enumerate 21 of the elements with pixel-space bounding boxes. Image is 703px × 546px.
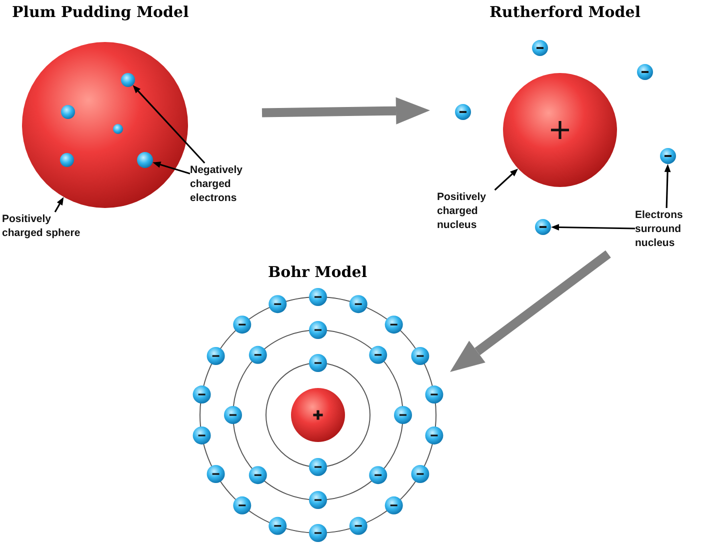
leader-line — [494, 168, 518, 191]
electron — [121, 73, 135, 87]
block-arrow — [450, 250, 611, 372]
callout-label: Positively charged sphere — [2, 212, 92, 240]
positive-sphere — [22, 42, 188, 208]
leader-line — [132, 85, 206, 164]
model-heading: Rutherford Model — [489, 2, 641, 22]
callout-label: Positively charged nucleus — [437, 190, 507, 232]
callout-label: Negatively charged electrons — [190, 163, 258, 205]
leader-line — [551, 224, 636, 230]
electron — [535, 219, 551, 235]
nucleus — [503, 73, 617, 187]
block-arrow — [262, 97, 430, 124]
electron — [660, 148, 676, 164]
electron — [137, 152, 153, 168]
leader-line — [54, 196, 64, 212]
leader-line — [152, 162, 190, 174]
leader-line — [664, 164, 671, 208]
model-heading: Plum Pudding Model — [12, 2, 189, 22]
model-heading: Bohr Model — [268, 262, 368, 282]
callout-label: Electrons surround nucleus — [635, 208, 697, 250]
